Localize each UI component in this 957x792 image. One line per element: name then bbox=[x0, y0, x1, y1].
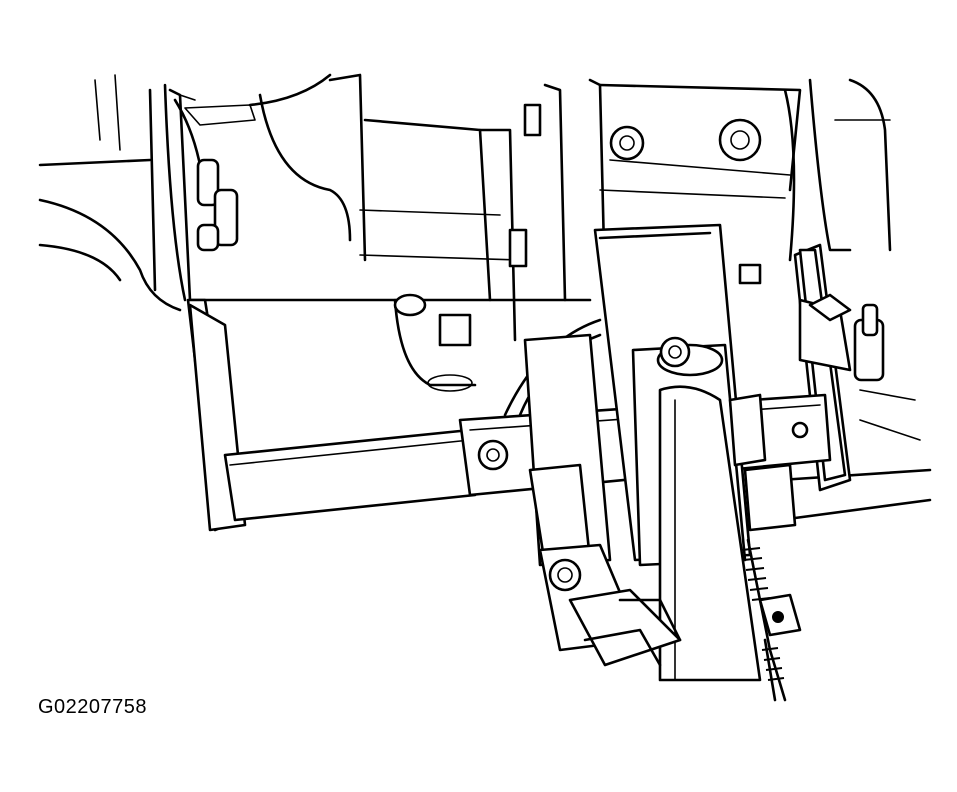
frame-rail-lines bbox=[38, 74, 932, 522]
spring-cable bbox=[741, 538, 802, 702]
engine-housing bbox=[168, 73, 892, 342]
figure-code: G02207758 bbox=[38, 696, 148, 718]
lever-bracket bbox=[728, 393, 797, 532]
housing-boss bbox=[393, 293, 477, 392]
clamp-base bbox=[523, 333, 682, 667]
housing-bolts bbox=[438, 103, 762, 347]
studs bbox=[196, 158, 239, 252]
